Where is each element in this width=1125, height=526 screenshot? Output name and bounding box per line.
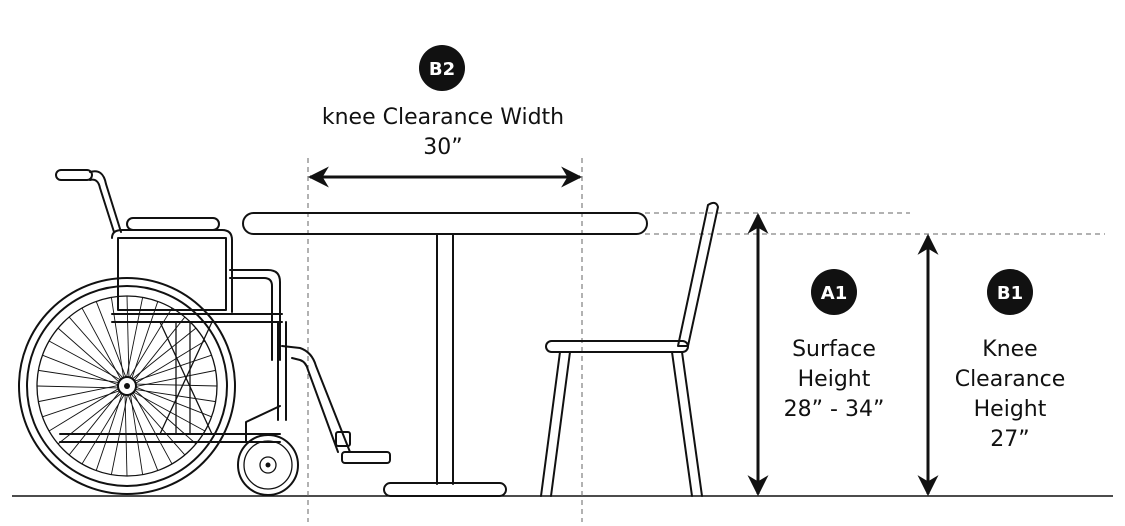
- badge-a1: A1: [811, 269, 857, 315]
- surface-line1: Surface: [792, 337, 876, 362]
- wheel-spoke: [57, 327, 120, 383]
- wheel-spoke: [127, 394, 159, 471]
- wheel-spoke: [130, 394, 144, 475]
- wheel-spoke: [135, 369, 216, 387]
- caster-wheel: [237, 434, 299, 496]
- wheel-spoke: [42, 390, 120, 418]
- knee-height-line3: Height: [974, 397, 1047, 422]
- wheel-spoke: [38, 369, 119, 383]
- table-top: [242, 212, 648, 235]
- wheel-spoke: [110, 297, 124, 378]
- wheel-spoke: [48, 340, 121, 381]
- chair: [540, 201, 719, 497]
- wheel-spoke: [38, 385, 119, 403]
- knee-height-line1: Knee: [982, 337, 1037, 362]
- knee-height-line4: 27”: [990, 427, 1029, 452]
- badge-b2-text: B2: [429, 59, 455, 80]
- wheel-spoke: [135, 383, 218, 387]
- wheel-spoke: [124, 394, 128, 477]
- wheel-spoke: [48, 388, 119, 432]
- wheel-spoke: [68, 391, 121, 456]
- table-base: [383, 482, 507, 497]
- badge-b1: B1: [987, 269, 1033, 315]
- wheel-spoke: [129, 307, 173, 378]
- wheel-spoke: [135, 386, 212, 418]
- wheel-spoke: [133, 391, 206, 432]
- wheel-spoke: [68, 316, 124, 379]
- wheel-spoke: [110, 394, 128, 475]
- badge-b2: B2: [419, 45, 465, 91]
- surface-line2: Height: [798, 367, 871, 392]
- badge-b1-text: B1: [997, 283, 1023, 304]
- wheel-spoke: [42, 354, 119, 386]
- wheel-spoke: [132, 392, 173, 465]
- knee-width-title: knee Clearance Width: [322, 105, 564, 130]
- wheel-spoke: [130, 393, 186, 456]
- wheel-spoke: [133, 316, 186, 381]
- wheel-spoke: [95, 301, 127, 378]
- wheel-spoke: [81, 394, 125, 465]
- wheel-spoke: [81, 307, 122, 380]
- wheel-spoke: [132, 327, 197, 380]
- wheel-spoke: [126, 295, 130, 378]
- wheel-spoke: [36, 385, 119, 389]
- wheel-spoke: [126, 297, 144, 378]
- wheel-spoke: [57, 392, 122, 445]
- wheel-spoke: [95, 393, 123, 471]
- wheel-spoke: [131, 301, 159, 379]
- wheel-spoke: [134, 389, 197, 445]
- table: [242, 212, 648, 497]
- knee-width-value: 30”: [423, 135, 462, 160]
- rear-wheel: [18, 277, 236, 495]
- wheel-spoke: [134, 354, 212, 382]
- wheel-spoke: [135, 389, 216, 403]
- rear-wheel-spokes: [36, 295, 218, 477]
- surface-line3: 28” - 34”: [784, 397, 885, 422]
- wheel-spoke: [135, 340, 206, 384]
- knee-height-line2: Clearance: [955, 367, 1066, 392]
- wheelchair: [18, 169, 391, 496]
- badge-a1-text: A1: [821, 283, 847, 304]
